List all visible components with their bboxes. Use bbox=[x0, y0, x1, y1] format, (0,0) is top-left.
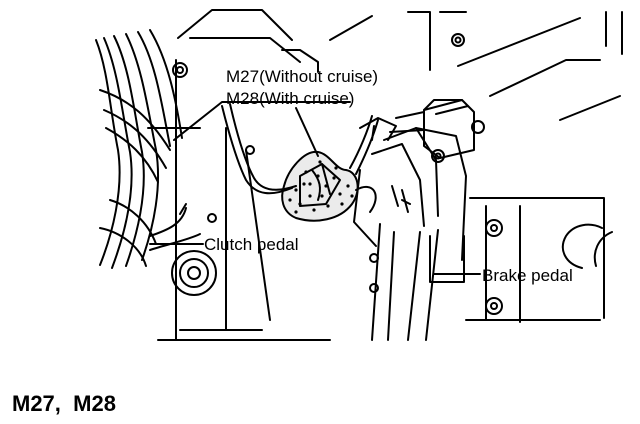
connector-stipple bbox=[288, 160, 354, 214]
label-clutch-pedal: Clutch pedal bbox=[204, 235, 299, 254]
clutch-pedal-pivot bbox=[149, 203, 217, 296]
page-title: M27, M28 bbox=[12, 391, 116, 416]
label-brake-pedal: Brake pedal bbox=[482, 266, 573, 285]
pedal-bracket-panel bbox=[147, 9, 621, 341]
bolts bbox=[172, 33, 503, 315]
left-harness-bundle bbox=[95, 29, 183, 269]
label-m28: M28(With cruise) bbox=[226, 89, 354, 108]
connector-wires bbox=[221, 103, 379, 213]
right-contour bbox=[561, 11, 623, 269]
leader-lines bbox=[149, 107, 481, 275]
label-m27: M27(Without cruise) bbox=[226, 67, 378, 86]
brake-pedal-arm bbox=[353, 127, 467, 341]
